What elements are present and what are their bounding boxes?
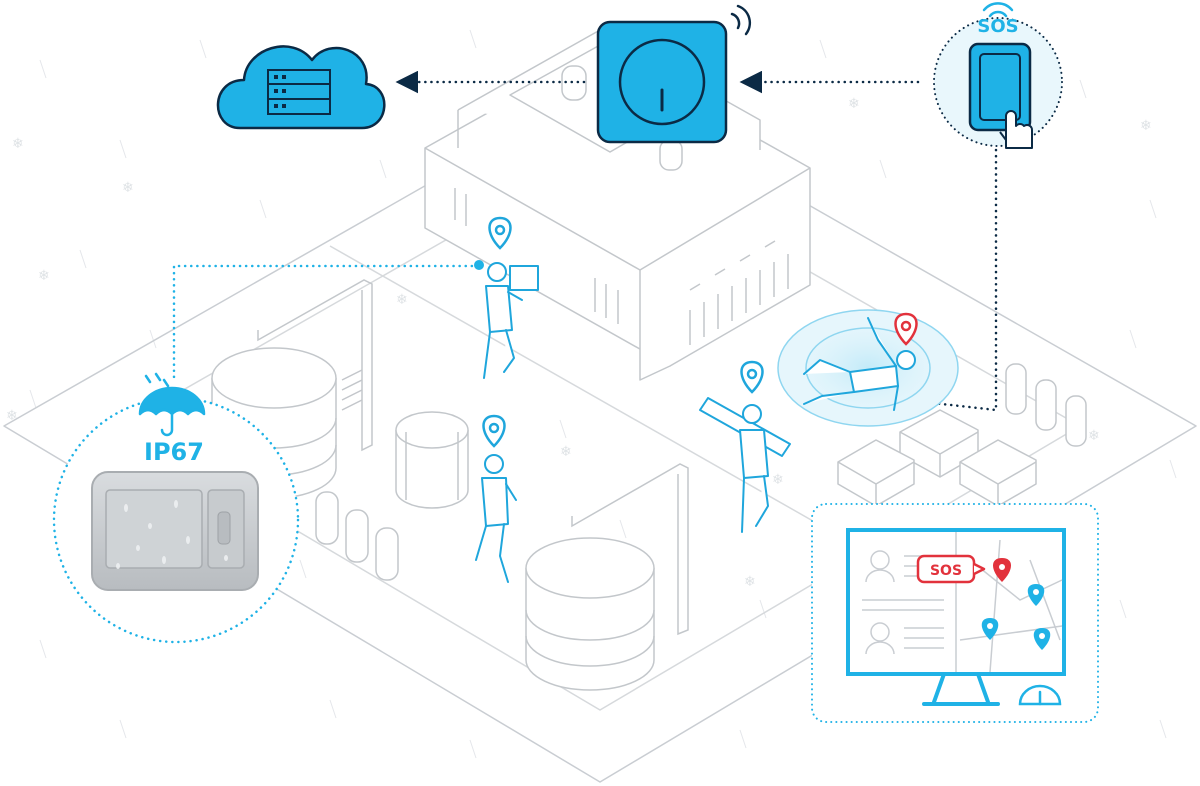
svg-text:❄: ❄ [1140, 118, 1152, 134]
fallen-worker-alert [777, 309, 959, 427]
rain-background [29, 29, 1177, 759]
svg-text:❄: ❄ [848, 96, 860, 112]
svg-text:❄: ❄ [12, 136, 24, 152]
small-silos-left [315, 491, 399, 581]
svg-text:❄: ❄ [560, 444, 572, 460]
location-pin-icon [740, 360, 764, 394]
monitor-dashboard-icon [811, 503, 1099, 723]
svg-text:❄: ❄ [772, 472, 784, 488]
worker-carrying-box [483, 262, 539, 379]
small-sheds [837, 409, 1037, 507]
link-node-worker [474, 260, 484, 270]
svg-text:❄: ❄ [1088, 428, 1100, 444]
location-pin-icon [488, 216, 512, 250]
sos-device-label: SOS [977, 16, 1018, 37]
alert-location-pin-icon [894, 312, 918, 346]
worker-walking [475, 454, 517, 583]
connection-lines [172, 70, 998, 412]
middle-cylinder [395, 411, 469, 509]
svg-text:❄: ❄ [744, 574, 756, 590]
gauge-icon [1018, 684, 1062, 706]
ip-rating-label: IP67 [144, 438, 204, 466]
svg-text:❄: ❄ [38, 268, 50, 284]
svg-text:❄: ❄ [122, 180, 134, 196]
worker-carrying-beam [699, 397, 791, 533]
monitor-sos-badge: SOS [930, 563, 962, 579]
right-silos [1005, 363, 1087, 447]
svg-text:❄: ❄ [6, 408, 18, 424]
svg-text:❄: ❄ [396, 292, 408, 308]
location-pin-icon [482, 414, 506, 448]
snowflakes: ❄❄❄ ❄❄❄ ❄❄❄ ❄❄❄ [6, 96, 1152, 590]
bottom-storage-tank [525, 463, 689, 691]
ip67-callout [52, 396, 300, 644]
gateway-icon [596, 4, 752, 144]
sos-button-icon [933, 2, 1063, 149]
cloud-server-icon [216, 45, 386, 130]
umbrella-rain-icon [138, 372, 206, 437]
